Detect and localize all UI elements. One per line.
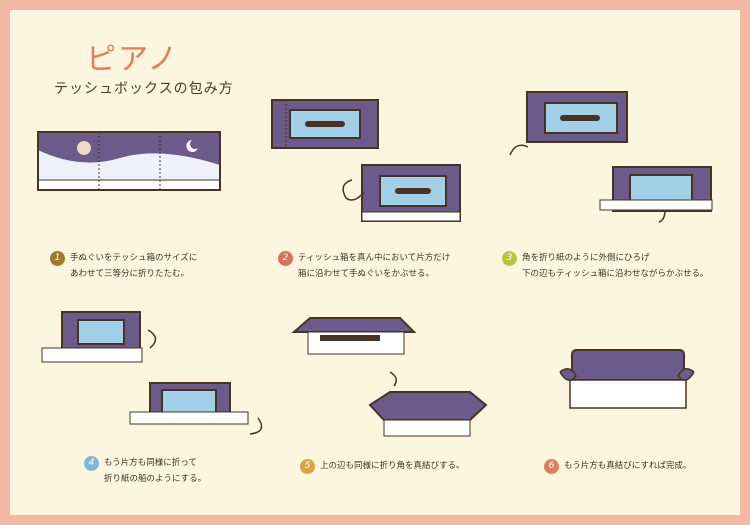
step-number: 2 (278, 251, 293, 266)
step5-illustration (291, 317, 488, 437)
step-text-line1: 上の辺も同様に折り角を真結びする。 (320, 461, 465, 471)
step-text-line1: 手ぬぐいをテッシュ箱のサイズに (70, 253, 198, 263)
step-4: 4 もう片方も同様に折って 折り紙の船のようにする。 (84, 455, 206, 487)
step-number: 5 (300, 459, 315, 474)
step-text-line2: あわせて三等分に折りたたむ。 (70, 269, 190, 279)
page-title: ピアノ (86, 42, 180, 77)
step-1: 1 手ぬぐいをテッシュ箱のサイズに あわせて三等分に折りたたむ。 (50, 250, 197, 282)
page-subtitle: テッシュボックスの包み方 (54, 81, 234, 97)
step2-illustration (271, 99, 461, 222)
step3-illustration (509, 91, 713, 223)
step-text-line1: もう片方も同様に折って (104, 458, 197, 468)
step-text-line2: 箱に沿わせて手ぬぐいをかぶせる。 (298, 269, 435, 279)
step-3: 3 角を折り紙のように外側にひろげ 下の辺もティッシュ箱に沿わせながらかぶせる。 (502, 250, 709, 282)
step-6: 6 もう片方も真結びにすれば完成。 (544, 458, 691, 474)
step6-finished-illustration (559, 349, 695, 409)
step4-illustration (41, 311, 263, 435)
step-text-line2: 折り紙の船のようにする。 (104, 474, 207, 484)
step-number: 6 (544, 459, 559, 474)
step-number: 3 (502, 251, 517, 266)
step-text-line1: ティッシュ箱を真ん中において片方だけ (298, 253, 451, 263)
step-5: 5 上の辺も同様に折り角を真結びする。 (300, 458, 465, 474)
step-text-line1: 角を折り紙のように外側にひろげ (522, 253, 650, 263)
step1-folded-cloth-illustration (37, 131, 221, 191)
step-number: 4 (84, 456, 99, 471)
step-2: 2 ティッシュ箱を真ん中において片方だけ 箱に沿わせて手ぬぐいをかぶせる。 (278, 250, 450, 282)
step-text-line2: 下の辺もティッシュ箱に沿わせながらかぶせる。 (522, 269, 709, 279)
step-number: 1 (50, 251, 65, 266)
step-text-line1: もう片方も真結びにすれば完成。 (564, 461, 692, 471)
